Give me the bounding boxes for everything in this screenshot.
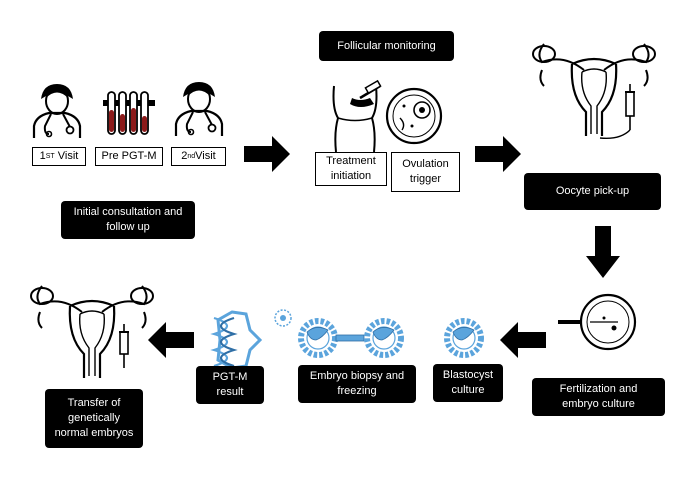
ovulation-cell-icon (385, 87, 443, 145)
doctor-icon (32, 82, 82, 140)
initial-consultation-box: Initial consultation and follow up (61, 201, 195, 239)
pgtm-result-box: PGT-M result (196, 366, 264, 404)
ovulation-trigger-box: Ovulation trigger (391, 152, 460, 192)
flow-arrow-icon (475, 136, 521, 172)
blastocyst-culture-box: Blastocyst culture (433, 364, 503, 402)
flow-arrow-icon (500, 322, 546, 358)
embryo-biopsy-icon (274, 309, 401, 355)
first-visit-suffix: Visit (54, 150, 79, 163)
syringe-icon (119, 324, 129, 368)
uterus-icon (29, 284, 155, 380)
first-visit-label: 1 (39, 150, 46, 163)
body-injection-icon (332, 79, 382, 153)
doctor-icon (174, 80, 224, 138)
flow-arrow-icon (148, 322, 194, 358)
transfer-box: Transfer of genetically normal embryos (45, 389, 143, 448)
syringe-icon (599, 84, 635, 140)
follicular-monitoring-box: Follicular monitoring (319, 31, 454, 61)
oocyte-microinjection-icon (558, 293, 637, 351)
second-visit-label: 2 (181, 150, 188, 163)
second-visit-suffix: Visit (195, 150, 216, 163)
oocyte-pickup-box: Oocyte pick-up (524, 173, 661, 210)
flow-arrow-icon (586, 226, 620, 278)
test-tubes-icon (103, 91, 155, 135)
embryo-biopsy-box: Embryo biopsy and freezing (298, 365, 416, 403)
fertilization-box: Fertilization and embryo culture (532, 378, 665, 416)
blastocyst-icon (447, 321, 481, 355)
dna-gear-icon (210, 310, 263, 370)
flow-arrow-icon (244, 136, 290, 172)
uterus-icon (531, 42, 657, 138)
pre-pgtm-box: Pre PGT-M (95, 147, 163, 166)
treatment-initiation-box: Treatment initiation (315, 152, 387, 186)
